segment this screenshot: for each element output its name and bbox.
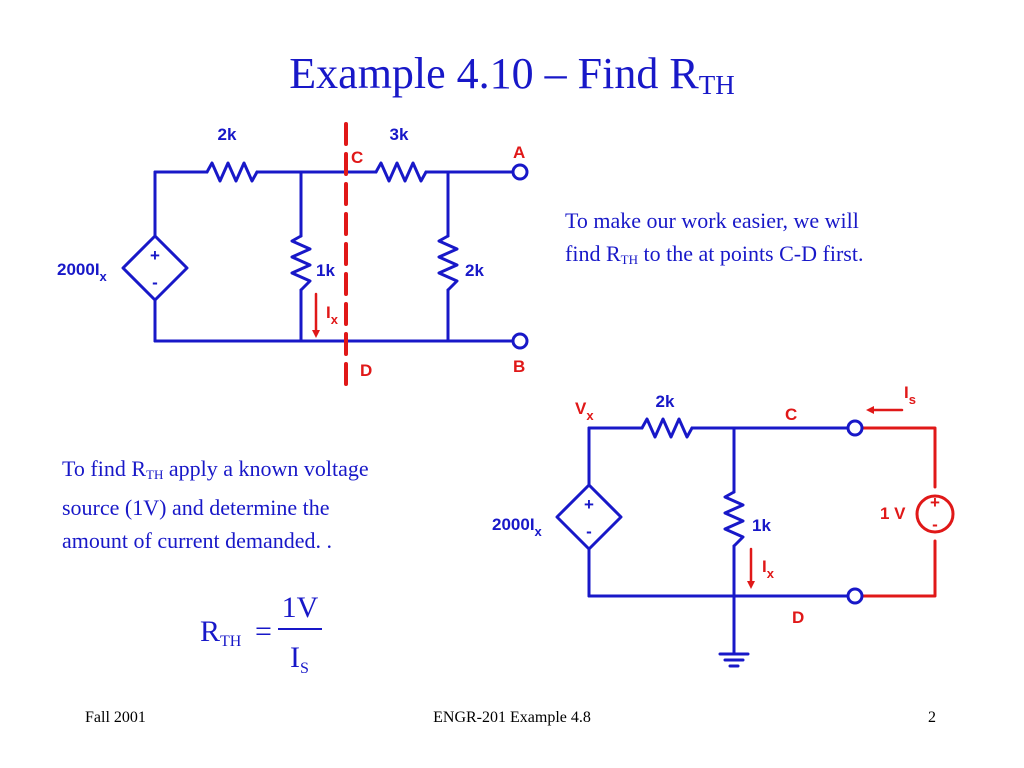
dependent-source-2 bbox=[555, 483, 623, 551]
formula-denominator: IS bbox=[290, 641, 309, 677]
formula-numerator: 1V bbox=[282, 591, 319, 624]
formula-lhs-main: R bbox=[200, 615, 220, 648]
right-line-2-pre: find R bbox=[565, 241, 621, 266]
label-r-2k-c2: 2k bbox=[656, 392, 675, 411]
terminal-d bbox=[846, 587, 864, 605]
resistor-1k-mid bbox=[290, 234, 312, 292]
formula-lhs: RTH bbox=[200, 615, 242, 650]
resistor-2k-c2 bbox=[640, 417, 694, 439]
label-ix-main: I bbox=[326, 303, 331, 322]
formula-equals: = bbox=[255, 615, 272, 648]
left-paragraph: To find RTH apply a known voltage source… bbox=[62, 452, 482, 557]
test-source-plus: + bbox=[930, 493, 940, 512]
label-r-2k-left: 2k bbox=[218, 125, 237, 144]
label-vx-sub: x bbox=[586, 408, 594, 423]
source2-minus: - bbox=[586, 522, 592, 541]
circuit-1: + - 2000Ix 2k 3k 1k 2k A B C D Ix bbox=[57, 122, 529, 392]
label-node-b: B bbox=[513, 357, 525, 376]
label-node-c: C bbox=[351, 148, 363, 167]
label-ix-c2-main: I bbox=[762, 557, 767, 576]
left-line-1-pre: To find R bbox=[62, 456, 147, 481]
label-is: Is bbox=[904, 383, 916, 407]
label-r-1k-c2: 1k bbox=[752, 516, 771, 535]
right-line-2-post: to the at points C-D first. bbox=[637, 241, 864, 266]
test-source-wires bbox=[860, 426, 937, 598]
label-node-a: A bbox=[513, 143, 525, 162]
resistor-2k-right bbox=[437, 234, 459, 292]
source2-label: 2000Ix bbox=[492, 515, 543, 539]
formula-den-main: I bbox=[290, 641, 300, 674]
footer-page-number: 2 bbox=[928, 709, 936, 726]
label-vx-main: V bbox=[575, 399, 587, 418]
label-node-c2: C bbox=[785, 405, 797, 424]
label-is-sub: s bbox=[909, 392, 916, 407]
label-r-2k-right: 2k bbox=[465, 261, 484, 280]
left-line-1-post: apply a known voltage bbox=[163, 456, 369, 481]
left-line-2: source (1V) and determine the bbox=[62, 495, 330, 520]
formula: RTH = 1V IS bbox=[200, 591, 322, 677]
label-ix-c2: Ix bbox=[762, 557, 775, 581]
circuit-2-wires bbox=[587, 426, 850, 668]
label-node-d2: D bbox=[792, 608, 804, 627]
label-ix-c2-sub: x bbox=[767, 566, 775, 581]
footer-left: Fall 2001 bbox=[85, 709, 146, 726]
formula-den-sub: S bbox=[300, 660, 309, 677]
test-source-label: 1 V bbox=[880, 504, 906, 523]
title-subscript: TH bbox=[698, 70, 735, 100]
label-is-main: I bbox=[904, 383, 909, 402]
label-r-3k: 3k bbox=[390, 125, 409, 144]
resistor-3k bbox=[374, 161, 428, 183]
terminal-c bbox=[846, 419, 864, 437]
title-text: Example 4.10 – Find R bbox=[289, 49, 699, 98]
right-line-2-sub: TH bbox=[620, 252, 638, 267]
label-ix: Ix bbox=[326, 303, 339, 327]
source2-label-sub: x bbox=[535, 524, 543, 539]
resistor-1k-c2 bbox=[723, 490, 745, 548]
label-node-d: D bbox=[360, 361, 372, 380]
source1-label: 2000Ix bbox=[57, 260, 108, 284]
source1-plus: + bbox=[150, 246, 160, 265]
source2-label-main: 2000I bbox=[492, 515, 535, 534]
left-line-1-sub: TH bbox=[146, 467, 164, 482]
source1-label-main: 2000I bbox=[57, 260, 100, 279]
formula-lhs-sub: TH bbox=[220, 633, 242, 650]
slide-title: Example 4.10 – Find RTH bbox=[0, 52, 1024, 99]
dependent-source-1 bbox=[121, 234, 189, 302]
circuit-1-wires bbox=[153, 170, 514, 343]
left-line-3: amount of current demanded. . bbox=[62, 528, 333, 553]
resistor-2k-left bbox=[205, 161, 259, 183]
footer-center: ENGR-201 Example 4.8 bbox=[433, 709, 591, 726]
label-vx: Vx bbox=[575, 399, 594, 423]
label-ix-sub: x bbox=[331, 312, 339, 327]
right-line-1: To make our work easier, we will bbox=[565, 208, 859, 233]
circuit-2: + - 2000Ix + - 1 V Vx 2k 1k C D Is Ix bbox=[492, 383, 955, 668]
source2-plus: + bbox=[584, 495, 594, 514]
test-source-minus: - bbox=[932, 515, 938, 534]
terminal-b bbox=[511, 332, 529, 350]
source1-label-sub: x bbox=[100, 269, 108, 284]
label-r-1k: 1k bbox=[316, 261, 335, 280]
test-voltage-source bbox=[915, 494, 955, 534]
right-paragraph: To make our work easier, we will find RT… bbox=[565, 204, 985, 276]
source1-minus: - bbox=[152, 273, 158, 292]
terminal-a bbox=[511, 163, 529, 181]
